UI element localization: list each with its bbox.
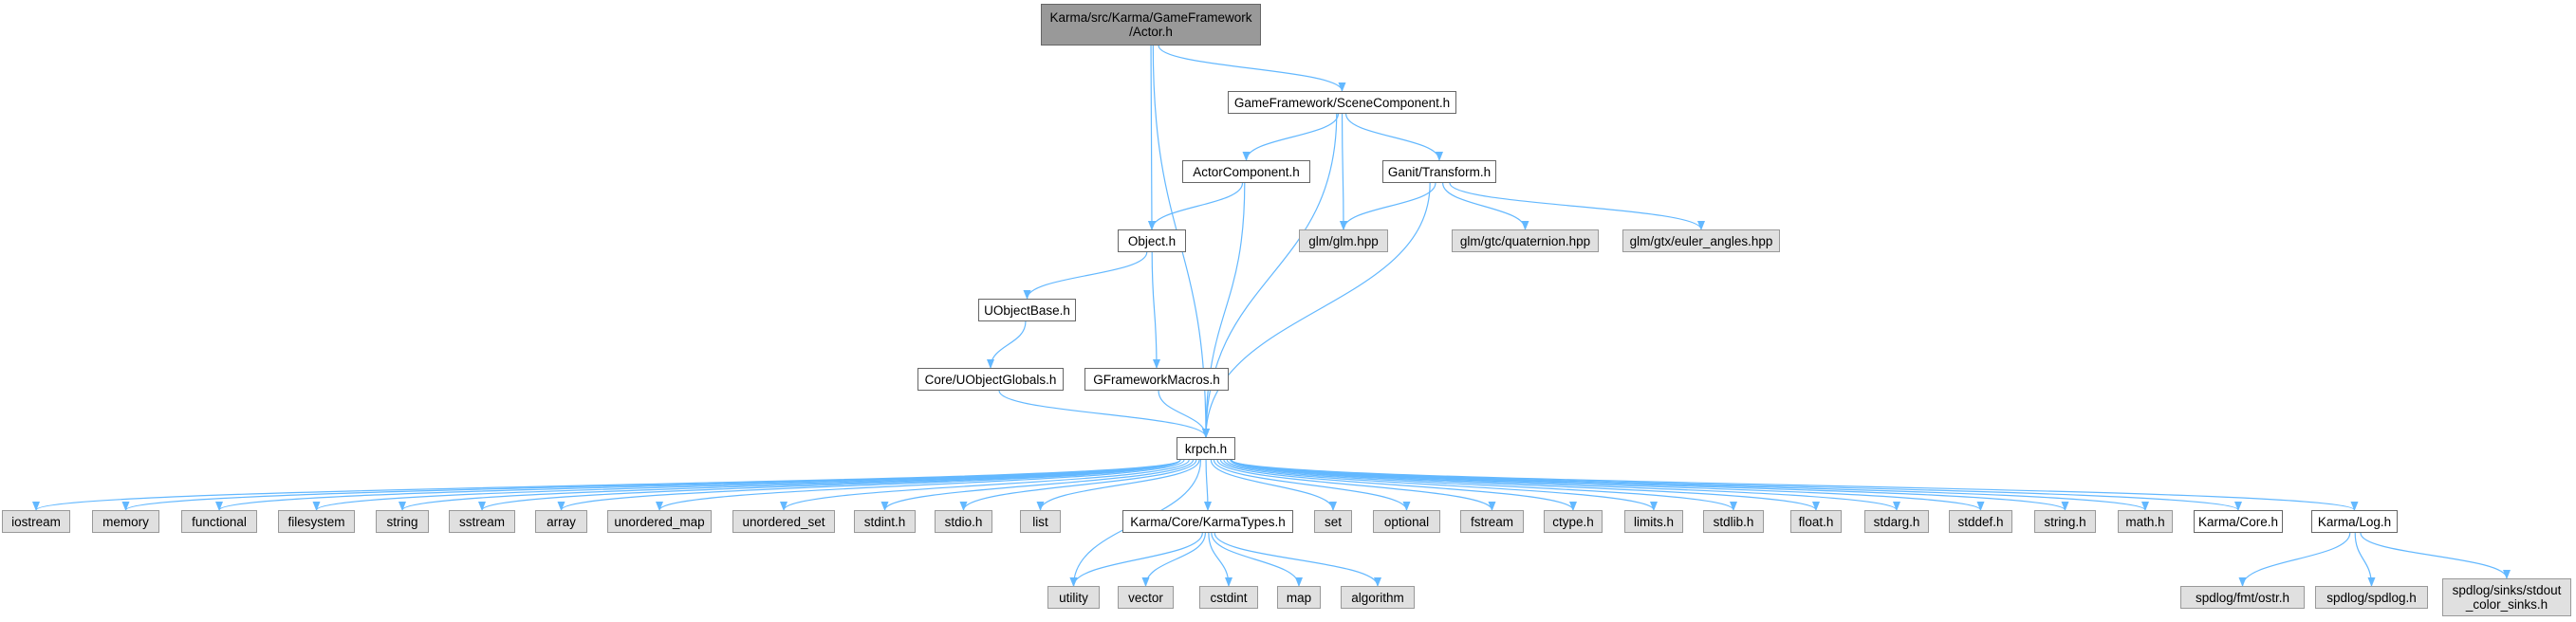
edge-krpch-to-unordered_map [656, 459, 1185, 511]
edge-krpch-to-fstream [1216, 459, 1496, 511]
edge-karmatypes-to-map [1211, 532, 1303, 587]
node-quaternion-hpp[interactable]: glm/gtc/quaternion.hpp [1452, 229, 1599, 252]
node-cstdint[interactable]: cstdint [1199, 586, 1258, 609]
edge-transform-to-quaternion [1442, 182, 1529, 230]
edge-uobjectglobals-to-krpch [998, 390, 1210, 438]
node-float-h[interactable]: float.h [1790, 510, 1842, 533]
node-object-h[interactable]: Object.h [1118, 229, 1186, 252]
edge-actorcomponent-to-krpch [1202, 182, 1246, 438]
edge-krpch-to-ctype [1219, 459, 1577, 511]
edge-krpch-to-optional [1213, 459, 1411, 511]
node-filesystem[interactable]: filesystem [278, 510, 355, 533]
node-array[interactable]: array [535, 510, 587, 533]
node-karmatypes-h[interactable]: Karma/Core/KarmaTypes.h [1122, 510, 1293, 533]
node-karma-core-h[interactable]: Karma/Core.h [2194, 510, 2283, 533]
node-optional[interactable]: optional [1373, 510, 1440, 533]
node-unordered-map[interactable]: unordered_map [607, 510, 712, 533]
edge-krpch-to-filesystem [312, 459, 1181, 511]
edge-krpch-to-sstream [478, 459, 1181, 511]
edge-krpch-to-stdarg [1231, 459, 1900, 511]
edge-krpch-to-iostream [32, 459, 1181, 511]
edge-scenecomponent-to-transform [1345, 113, 1443, 161]
node-ctype-h[interactable]: ctype.h [1544, 510, 1603, 533]
node-glm-hpp[interactable]: glm/glm.hpp [1299, 229, 1388, 252]
edge-krpch-to-core [1231, 459, 2242, 511]
node-list[interactable]: list [1020, 510, 1061, 533]
node-set[interactable]: set [1314, 510, 1352, 533]
edge-scenecomponent-to-glm [1339, 113, 1347, 230]
node-algorithm[interactable]: algorithm [1341, 586, 1415, 609]
node-math-h[interactable]: math.h [2118, 510, 2173, 533]
edge-krpch-to-list [1036, 459, 1200, 511]
node-unordered-set[interactable]: unordered_set [732, 510, 835, 533]
edge-krpch-to-limits [1223, 459, 1658, 511]
edge-actorcomponent-to-object [1148, 182, 1244, 230]
edge-object-to-uobjectbase [1023, 251, 1148, 300]
node-stddef-h[interactable]: stddef.h [1949, 510, 2012, 533]
node-spdlog-stdout-color-sinks-h[interactable]: spdlog/sinks/stdout _color_sinks.h [2442, 578, 2571, 616]
edge-krpch-to-set [1210, 459, 1337, 511]
edge-krpch-to-stdlib [1226, 459, 1737, 511]
edge-object-to-gframeworkmacros [1151, 251, 1160, 369]
node-stdlib-h[interactable]: stdlib.h [1703, 510, 1764, 533]
edge-karmatypes-to-vector [1141, 532, 1206, 587]
edge-karmatypes-to-utility [1069, 532, 1203, 587]
edge-log-to-ostr [2238, 532, 2351, 587]
node-gframeworkmacros-h[interactable]: GFrameworkMacros.h [1084, 368, 1229, 391]
edge-krpch-to-stdint [880, 459, 1195, 511]
node-string[interactable]: string [376, 510, 429, 533]
edge-transform-to-euler [1449, 182, 1705, 230]
edge-gframeworkmacros-to-krpch [1158, 390, 1210, 438]
node-limits-h[interactable]: limits.h [1624, 510, 1683, 533]
node-euler-angles-hpp[interactable]: glm/gtx/euler_angles.hpp [1622, 229, 1780, 252]
edge-krpch-to-stdio [959, 459, 1197, 511]
node-stdint-h[interactable]: stdint.h [854, 510, 916, 533]
node-stdarg-h[interactable]: stdarg.h [1864, 510, 1929, 533]
node-spdlog-fmt-ostr-h[interactable]: spdlog/fmt/ostr.h [2180, 586, 2305, 609]
node-map[interactable]: map [1277, 586, 1321, 609]
edge-transform-to-glm [1340, 182, 1436, 230]
edge-transform-to-krpch [1202, 182, 1431, 438]
node-actor-h[interactable]: Karma/src/Karma/GameFramework /Actor.h [1041, 4, 1261, 46]
edge-krpch-to-unordered_set [780, 459, 1190, 511]
node-stdio-h[interactable]: stdio.h [935, 510, 992, 533]
node-transform-h[interactable]: Ganit/Transform.h [1382, 160, 1496, 183]
edge-karmatypes-to-algorithm [1214, 532, 1381, 587]
edge-krpch-to-log [1231, 459, 2359, 511]
edge-krpch-to-string [398, 459, 1181, 511]
edge-uobjectbase-to-uobjectglobals [987, 320, 1027, 369]
edge-log-to-stdoutsinks [2360, 532, 2511, 579]
edge-log-to-spdlog [2354, 532, 2376, 587]
node-spdlog-spdlog-h[interactable]: spdlog/spdlog.h [2315, 586, 2428, 609]
node-uobjectglobals-h[interactable]: Core/UObjectGlobals.h [917, 368, 1064, 391]
node-iostream[interactable]: iostream [2, 510, 70, 533]
edge-krpch-to-stddef [1231, 459, 1985, 511]
edge-krpch-to-memory [121, 459, 1181, 511]
node-vector[interactable]: vector [1118, 586, 1174, 609]
edge-krpch-to-float [1230, 459, 1820, 511]
node-functional[interactable]: functional [181, 510, 257, 533]
edge-karmatypes-to-cstdint [1208, 532, 1232, 587]
edge-krpch-to-karmatypes [1203, 459, 1212, 511]
edge-krpch-to-math [1231, 459, 2149, 511]
node-scenecomponent-h[interactable]: GameFramework/SceneComponent.h [1228, 91, 1456, 114]
node-actorcomponent-h[interactable]: ActorComponent.h [1182, 160, 1310, 183]
node-utility[interactable]: utility [1047, 586, 1100, 609]
edge-krpch-to-array [557, 459, 1181, 511]
node-karma-log-h[interactable]: Karma/Log.h [2311, 510, 2398, 533]
node-sstream[interactable]: sstream [449, 510, 515, 533]
node-string-h[interactable]: string.h [2034, 510, 2096, 533]
edge-actor-to-object [1147, 45, 1156, 230]
node-fstream[interactable]: fstream [1460, 510, 1524, 533]
node-krpch-h[interactable]: krpch.h [1177, 437, 1235, 460]
node-uobjectbase-h[interactable]: UObjectBase.h [978, 299, 1076, 321]
edge-actor-to-scenecomponent [1158, 45, 1346, 92]
edge-scenecomponent-to-actorcomponent [1242, 113, 1340, 161]
node-memory[interactable]: memory [92, 510, 159, 533]
